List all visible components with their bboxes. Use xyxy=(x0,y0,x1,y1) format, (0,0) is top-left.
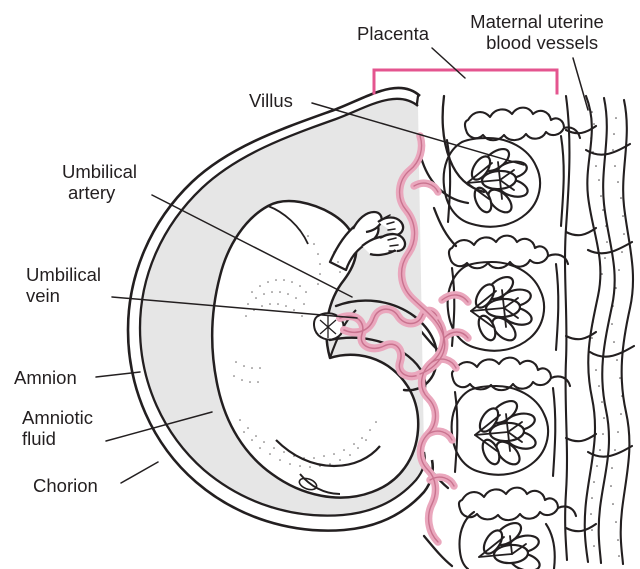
villus-stems xyxy=(478,535,527,558)
label-umbilical-vein: Umbilical vein xyxy=(26,264,137,306)
label-villus-line: Villus xyxy=(249,90,293,111)
label-maternal-line-1: Maternal uterine xyxy=(470,11,604,32)
label-amnion-line: Amnion xyxy=(14,367,77,388)
label-umbilical-artery-line-2: artery xyxy=(68,182,116,203)
placenta-bracket xyxy=(372,68,559,95)
villus-stems xyxy=(474,413,523,452)
uterine-wall-group xyxy=(563,94,636,566)
label-amniotic-fluid-line-2: fluid xyxy=(22,428,56,449)
label-chorion-line: Chorion xyxy=(33,475,98,496)
leader-chorion xyxy=(120,461,159,484)
placental-villi xyxy=(466,147,541,569)
label-chorion: Chorion xyxy=(33,475,124,496)
label-maternal-uterine-blood-vessels: Maternal uterine blood vessels xyxy=(470,11,640,53)
decidua-basalis xyxy=(445,106,582,522)
fetus xyxy=(210,199,420,499)
label-amnion: Amnion xyxy=(14,367,102,388)
label-umbilical-vein-line-1: Umbilical xyxy=(26,264,101,285)
fetus-leg xyxy=(275,439,381,468)
villus-stems xyxy=(470,289,519,328)
label-placenta: Placenta xyxy=(357,23,455,44)
leader-umbilical-vein xyxy=(111,296,358,319)
leader-placenta xyxy=(431,47,466,79)
label-umbilical-artery-line-1: Umbilical xyxy=(62,161,137,182)
label-placenta-line: Placenta xyxy=(357,23,430,44)
labels: Placenta Maternal uterine blood vessels … xyxy=(14,11,640,496)
leader-umbilical-artery xyxy=(151,194,353,298)
label-amniotic-fluid-line-1: Amniotic xyxy=(22,407,93,428)
fetus-shading xyxy=(233,229,377,468)
fetus-fingers xyxy=(383,214,399,252)
leader-amniotic-fluid xyxy=(105,411,213,442)
villus-lobule xyxy=(478,399,537,466)
label-villus: Villus xyxy=(249,90,319,111)
uterine-vessel-stipple xyxy=(590,111,625,557)
label-maternal-line-2: blood vessels xyxy=(486,32,598,53)
leader-amnion xyxy=(95,371,141,378)
leader-lines xyxy=(95,47,589,484)
label-umbilical-artery: Umbilical artery xyxy=(62,161,173,203)
label-amniotic-fluid: Amniotic fluid xyxy=(22,407,129,449)
leader-maternal-uterine-blood-vessels xyxy=(572,57,589,111)
leader-villus xyxy=(311,102,525,166)
umbilical-cord xyxy=(328,132,472,546)
label-umbilical-vein-line-2: vein xyxy=(26,285,60,306)
